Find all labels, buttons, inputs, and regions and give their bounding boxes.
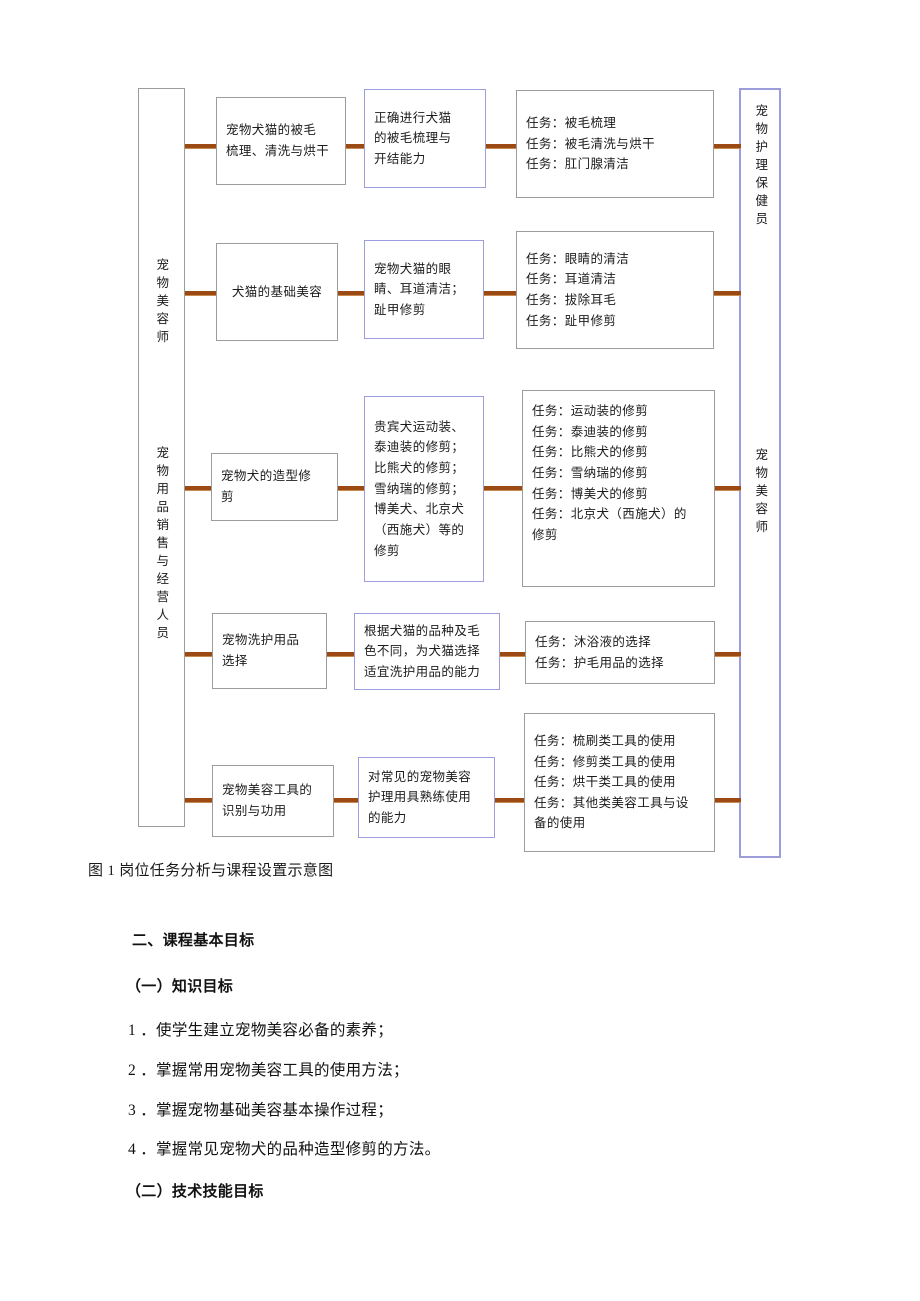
- ability-line: 护理用具熟练使用: [368, 790, 472, 805]
- ability-box-row5: 对常见的宠物美容 护理用具熟练使用 的能力: [358, 757, 495, 838]
- task-line: 任务：烘干类工具的使用: [534, 775, 676, 790]
- task-line: 任务：眼睛的清洁: [526, 251, 630, 266]
- course-line: 宠物美容工具的: [222, 783, 313, 798]
- task-line: 修剪: [532, 527, 558, 542]
- ability-line: 开结能力: [374, 151, 426, 166]
- ability-line: 色不同，为犬猫选择: [364, 644, 481, 659]
- task-line: 任务：博美犬的修剪: [532, 486, 649, 501]
- course-box-row1: 宠物犬猫的被毛 梳理、清洗与烘干: [216, 97, 346, 185]
- task-box-row5: 任务：梳刷类工具的使用 任务：修剪类工具的使用 任务：烘干类工具的使用 任务：其…: [524, 713, 715, 852]
- task-line: 任务：其他类美容工具与设: [534, 795, 689, 810]
- connector-row3-end: [715, 486, 741, 491]
- ability-line: 根据犬猫的品种及毛: [364, 623, 481, 638]
- connector-row1-end: [714, 144, 741, 149]
- right-occupation-column: [739, 88, 781, 858]
- objective-item: 1 ．使学生建立宠物美容必备的素养；: [128, 1022, 394, 1039]
- ability-line: 趾甲修剪: [374, 302, 426, 317]
- task-line: 任务：北京犬（西施犬）的: [532, 507, 687, 522]
- course-box-row2: 犬猫的基础美容: [216, 243, 338, 341]
- connector-row4-mid: [327, 652, 354, 657]
- task-line: 任务：拔除耳毛: [526, 293, 617, 307]
- connector-row1-mid: [346, 144, 364, 149]
- course-box-row5: 宠物美容工具的 识别与功用: [212, 765, 334, 837]
- course-line: 识别与功用: [222, 804, 287, 818]
- course-box-row4: 宠物洗护用品 选择: [212, 613, 327, 689]
- course-line: 犬猫的基础美容: [231, 284, 323, 299]
- task-line: 备的使用: [534, 816, 586, 831]
- ability-line: 比熊犬的修剪；: [374, 461, 465, 476]
- ability-box-row2: 宠物犬猫的眼 睛、耳道清洁； 趾甲修剪: [364, 240, 484, 339]
- connector-row5-end: [715, 798, 741, 803]
- task-line: 任务：比熊犬的修剪: [532, 445, 649, 460]
- course-line: 宠物洗护用品: [222, 633, 300, 648]
- connector-row1-right: [486, 144, 516, 149]
- objective-item: 2 ．掌握常用宠物美容工具的使用方法；: [128, 1062, 409, 1079]
- connector-row3-right: [484, 486, 522, 491]
- connector-row3-left: [185, 486, 211, 491]
- task-box-row1: 任务：被毛梳理 任务：被毛清洗与烘干 任务：肛门腺清洁: [516, 90, 714, 198]
- task-line: 任务：运动装的修剪: [532, 404, 649, 418]
- task-line: 任务：沐浴液的选择: [535, 634, 652, 649]
- course-line: 剪: [221, 490, 234, 504]
- connector-row2-left: [185, 291, 216, 296]
- ability-line: 正确进行犬猫: [374, 110, 452, 125]
- ability-line: 适宜洗护用品的能力: [364, 664, 481, 679]
- task-line: 任务：梳刷类工具的使用: [534, 733, 676, 748]
- ability-box-row1: 正确进行犬猫 的被毛梳理与 开结能力: [364, 89, 486, 188]
- ability-line: 修剪: [374, 543, 400, 558]
- task-line: 任务：被毛梳理: [526, 116, 617, 131]
- connector-row3-mid: [338, 486, 364, 491]
- ability-line: 的被毛梳理与: [374, 131, 452, 146]
- task-line: 任务：耳道清洁: [526, 272, 617, 287]
- ability-line: 睛、耳道清洁；: [374, 282, 465, 297]
- course-box-row3: 宠物犬的造型修 剪: [211, 453, 338, 521]
- figure-caption: 图 1 岗位任务分析与课程设置示意图: [88, 863, 334, 879]
- connector-row4-right: [500, 652, 525, 657]
- task-line: 任务：被毛清洗与烘干: [526, 136, 656, 151]
- connector-row2-mid: [338, 291, 364, 296]
- left-column-bottom-label: 宠物用品销售与经营人员: [154, 446, 169, 644]
- task-line: 任务：护毛用品的选择: [535, 655, 665, 670]
- ability-line: 宠物犬猫的眼: [374, 261, 452, 276]
- task-box-row4: 任务：沐浴液的选择 任务：护毛用品的选择: [525, 621, 715, 684]
- objective-item: 3 ．掌握宠物基础美容基本操作过程；: [128, 1102, 394, 1119]
- section-heading: 二、课程基本目标: [132, 932, 255, 949]
- connector-row5-left: [185, 798, 212, 803]
- ability-line: 贵宾犬运动装、: [374, 419, 465, 434]
- subsection-two-heading: （二）技术技能目标: [126, 1183, 264, 1200]
- ability-line: 泰迪装的修剪；: [374, 440, 465, 455]
- connector-row1-left: [185, 144, 216, 149]
- objective-item: 4 ．掌握常见宠物犬的品种造型修剪的方法。: [128, 1141, 441, 1158]
- course-line: 选择: [222, 654, 248, 668]
- ability-line: （西施犬）等的: [374, 522, 465, 537]
- connector-row2-end: [714, 291, 741, 296]
- ability-box-row3: 贵宾犬运动装、 泰迪装的修剪； 比熊犬的修剪； 雪纳瑞的修剪； 博美犬、北京犬 …: [364, 396, 484, 582]
- connector-row4-end: [715, 652, 741, 657]
- right-column-top-label: 宠物护理保健员: [753, 104, 768, 230]
- figure-diagram: 宠物美容师 宠物用品销售与经营人员 宠物护理保健员 宠物美容师 宠物犬猫的被毛 …: [138, 88, 781, 858]
- task-line: 任务：泰迪装的修剪: [532, 424, 649, 439]
- task-box-row3: 任务：运动装的修剪 任务：泰迪装的修剪 任务：比熊犬的修剪 任务：雪纳瑞的修剪 …: [522, 390, 715, 587]
- connector-row5-mid: [334, 798, 358, 803]
- connector-row5-right: [495, 798, 524, 803]
- course-line: 宠物犬的造型修: [221, 469, 312, 484]
- connector-row2-right: [484, 291, 516, 296]
- ability-line: 博美犬、北京犬: [374, 502, 465, 517]
- course-line: 宠物犬猫的被毛: [226, 123, 317, 138]
- task-box-row2: 任务：眼睛的清洁 任务：耳道清洁 任务：拔除耳毛 任务：趾甲修剪: [516, 231, 714, 349]
- course-line: 梳理、清洗与烘干: [226, 144, 330, 158]
- ability-line: 的能力: [368, 810, 407, 825]
- task-line: 任务：肛门腺清洁: [526, 157, 630, 172]
- ability-line: 雪纳瑞的修剪；: [374, 481, 465, 496]
- task-line: 任务：趾甲修剪: [526, 313, 617, 328]
- left-occupation-column: [138, 88, 185, 827]
- ability-line: 对常见的宠物美容: [368, 769, 472, 784]
- task-line: 任务：修剪类工具的使用: [534, 754, 676, 769]
- right-column-bottom-label: 宠物美容师: [753, 448, 768, 538]
- task-line: 任务：雪纳瑞的修剪: [532, 465, 649, 480]
- connector-row4-left: [185, 652, 212, 657]
- subsection-one-heading: （一）知识目标: [126, 978, 234, 995]
- ability-box-row4: 根据犬猫的品种及毛 色不同，为犬猫选择 适宜洗护用品的能力: [354, 613, 500, 690]
- left-column-top-label: 宠物美容师: [154, 258, 169, 348]
